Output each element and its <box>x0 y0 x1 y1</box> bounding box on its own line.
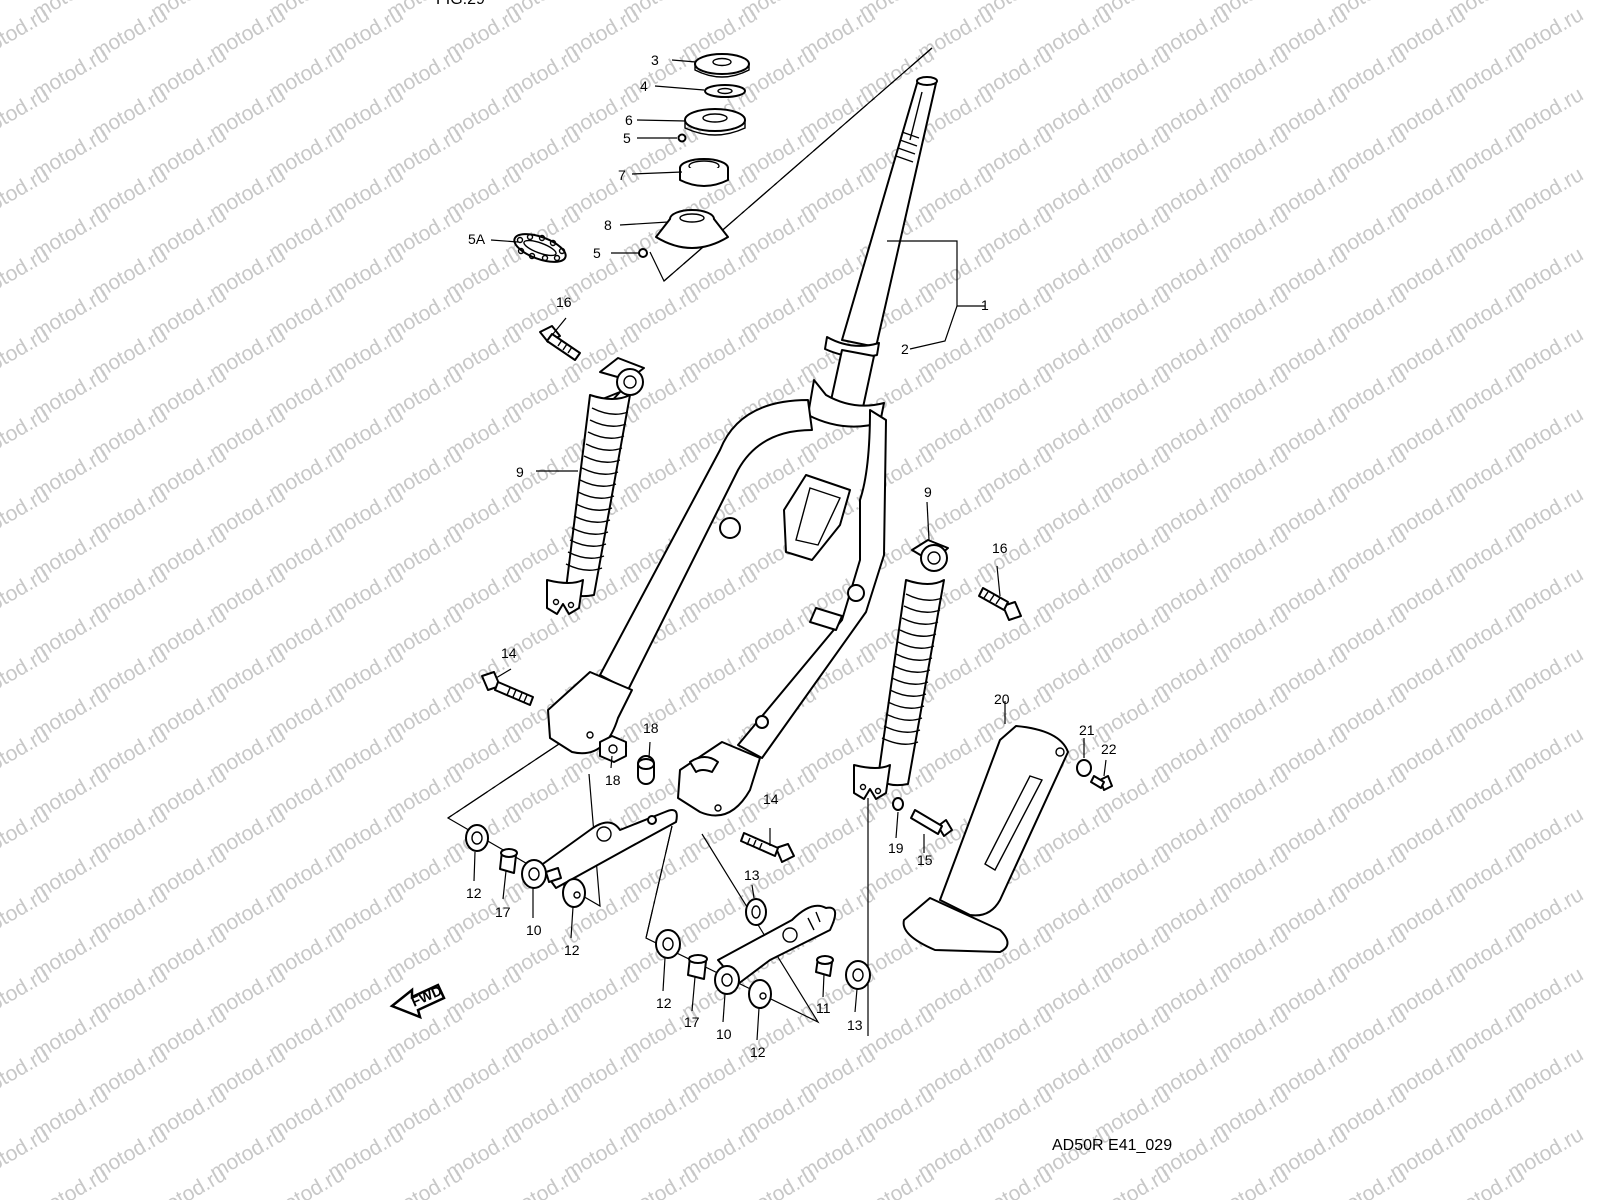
bolt-14-left-part <box>481 671 534 706</box>
bolt-14-right-part <box>740 832 795 863</box>
bolt-16-left-part <box>539 325 581 361</box>
nut-21-part <box>1076 759 1092 777</box>
callout-8: 8 <box>604 217 612 233</box>
callout-12-b: 12 <box>564 942 580 958</box>
callout-12-d: 12 <box>750 1044 766 1060</box>
callout-5-upper: 5 <box>623 130 631 146</box>
steering-nut-part <box>694 53 750 78</box>
lower-race-part <box>655 209 729 249</box>
callout-9-right: 9 <box>924 484 932 500</box>
callout-12-c: 12 <box>656 995 672 1011</box>
callout-22: 22 <box>1101 741 1117 757</box>
shock-absorber-left-part <box>546 357 645 615</box>
forward-direction-arrow: FWD <box>389 982 446 1020</box>
callout-17-b: 17 <box>684 1014 700 1030</box>
steel-ball-part <box>677 133 687 143</box>
callout-19: 19 <box>888 840 904 856</box>
bolt-22-part <box>1090 775 1113 791</box>
callout-14-left: 14 <box>501 645 517 661</box>
callout-9-left: 9 <box>516 464 524 480</box>
callout-16-left: 16 <box>556 294 572 310</box>
collar-18-part <box>637 755 655 785</box>
callout-leaders <box>473 59 1107 1041</box>
right-link-assembly-part <box>645 798 871 1036</box>
callout-18-nut: 18 <box>605 772 621 788</box>
callout-14-right: 14 <box>763 791 779 807</box>
washer-19-part <box>892 797 904 811</box>
figure-header: FIG.29 <box>436 0 485 9</box>
callout-16-right: 16 <box>992 540 1008 556</box>
left-link-assembly-part <box>446 743 678 908</box>
callout-7: 7 <box>618 167 626 183</box>
shock-absorber-right-part <box>853 539 949 800</box>
steel-ball-lower-part <box>638 248 648 258</box>
callout-5a: 5A <box>468 231 486 247</box>
callout-18-collar: 18 <box>643 720 659 736</box>
callout-13-lower: 13 <box>847 1017 863 1033</box>
callout-3: 3 <box>651 52 659 68</box>
callout-17-a: 17 <box>495 904 511 920</box>
callout-10-b: 10 <box>716 1026 732 1042</box>
adjust-nut-part <box>684 108 746 136</box>
callout-6: 6 <box>625 112 633 128</box>
bolt-15-part <box>910 809 953 837</box>
callout-1: 1 <box>981 297 989 313</box>
assembly-guide-lines <box>649 47 933 282</box>
callout-10-a: 10 <box>526 922 542 938</box>
front-fork-part <box>547 76 938 817</box>
callout-labels: 3 4 6 5 7 8 5A 5 1 2 16 9 9 16 14 20 21 … <box>466 52 1117 1060</box>
callout-13-upper: 13 <box>744 867 760 883</box>
callout-2: 2 <box>901 341 909 357</box>
callout-15: 15 <box>917 852 933 868</box>
diagram-code: AD50R E41_029 <box>1052 1137 1173 1154</box>
callout-5-lower: 5 <box>593 245 601 261</box>
fork-cover-part <box>902 725 1069 953</box>
bolt-16-right-part <box>978 587 1022 621</box>
callout-21: 21 <box>1079 722 1095 738</box>
upper-race-part <box>679 158 729 187</box>
ball-retainer-part <box>513 233 567 263</box>
nut-18-part <box>599 735 627 763</box>
callout-11: 11 <box>816 1000 831 1016</box>
callout-12-a: 12 <box>466 885 482 901</box>
callout-4: 4 <box>640 78 648 94</box>
lock-washer-part <box>704 84 746 98</box>
callout-20: 20 <box>994 691 1010 707</box>
